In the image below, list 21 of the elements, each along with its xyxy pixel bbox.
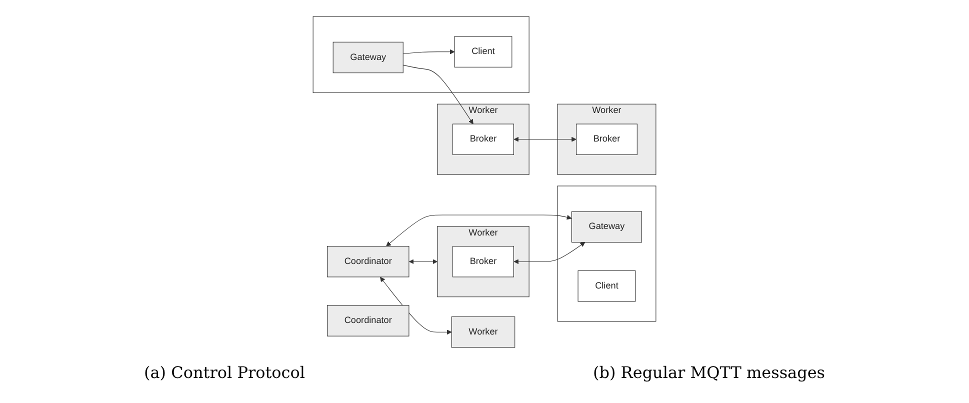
node-box: Client: [578, 270, 636, 302]
arrow: [380, 276, 452, 334]
node-box: Broker: [452, 245, 514, 277]
arrow: [514, 242, 586, 264]
arrow: [408, 258, 438, 264]
node-box: Worker: [451, 316, 516, 348]
arrow: [514, 136, 576, 142]
arrow: [402, 48, 455, 54]
node-box: Broker: [576, 123, 638, 154]
node-box: Gateway: [332, 41, 404, 73]
node-box: Client: [454, 36, 512, 67]
arrow: [386, 214, 572, 246]
cluster: [557, 185, 656, 322]
node-box: Broker: [452, 123, 514, 154]
node-box: Coordinator: [327, 245, 410, 277]
node-box: Gateway: [571, 210, 642, 242]
cluster: [312, 16, 530, 93]
node-box: Coordinator: [327, 304, 410, 336]
figure-caption: (a) Control Protocol: [144, 363, 306, 384]
arrow: [402, 64, 474, 124]
figure-caption: (b) Regular MQTT messages: [592, 363, 825, 384]
